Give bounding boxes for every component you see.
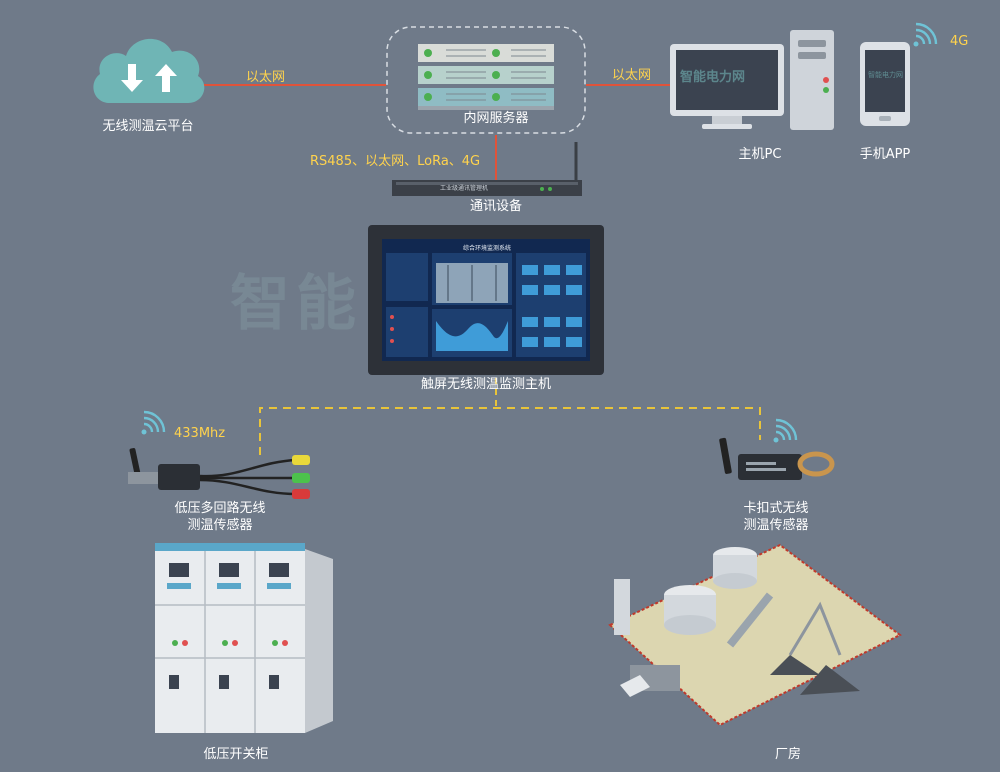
comm-device-text: 工业级通讯管理机 <box>440 185 489 192</box>
cloud-label: 无线测温云平台 <box>102 119 194 134</box>
wireless-link <box>259 407 761 455</box>
comm-label: 通讯设备 <box>469 199 522 214</box>
clip-sensor-label: 卡扣式无线 测温传感器 <box>743 501 809 533</box>
wifi-icon <box>141 410 166 435</box>
lv-sensor-label: 低压多回路无线 测温传感器 <box>174 501 266 533</box>
phone-icon <box>860 42 910 126</box>
server-icon <box>386 26 586 134</box>
comm-device-icon <box>392 142 582 196</box>
phone-label: 手机APP <box>859 147 911 162</box>
server-label: 内网服务器 <box>463 111 529 126</box>
phone-4g-label: 4G <box>950 34 969 49</box>
screen-title: 综合环境监测系统 <box>463 245 512 252</box>
cloud-icon <box>93 38 205 103</box>
cabinet-label: 低压开关柜 <box>203 747 269 762</box>
cloud-server-link-label: 以太网 <box>246 70 286 85</box>
sensor-433-label: 433Mhz <box>174 426 226 441</box>
plant-label: 厂房 <box>774 747 801 762</box>
server-pc-link-label: 以太网 <box>612 68 652 83</box>
plant-icon <box>608 543 902 727</box>
monitor-logo: 智能电力网 <box>680 70 746 85</box>
clip-sensor-icon <box>719 437 835 480</box>
comm-link-label: RS485、以太网、LoRa、4G <box>310 154 481 169</box>
wifi-icon <box>773 418 798 443</box>
touchscreen-host-icon <box>368 225 604 375</box>
wifi-icon <box>913 22 938 47</box>
phone-logo: 智能电力网 <box>868 71 903 79</box>
host-label: 触屏无线测温监测主机 <box>420 377 551 392</box>
pc-label: 主机PC <box>738 147 782 162</box>
lv-sensor-icon <box>128 448 310 499</box>
lv-cabinet-icon <box>155 543 333 733</box>
pc-icon <box>670 30 834 130</box>
